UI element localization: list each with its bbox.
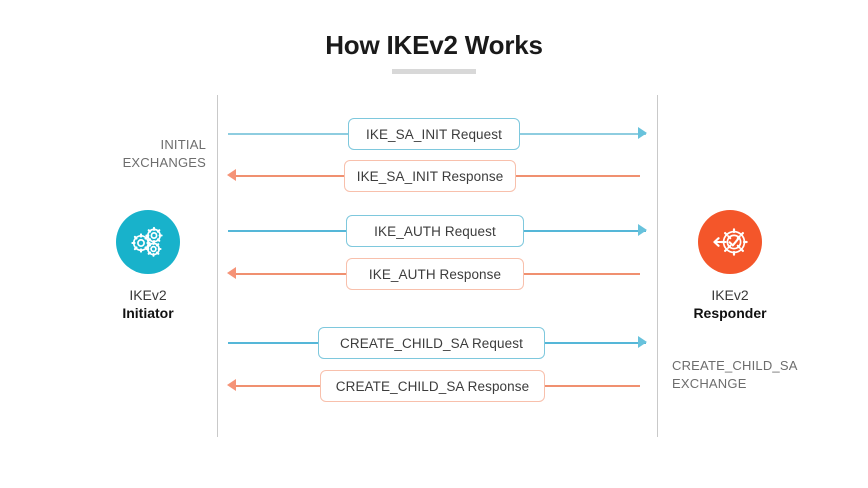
message-row-create-child-sa-request: CREATE_CHILD_SA Request: [0, 327, 868, 359]
message-label-box: IKE_SA_INIT Response: [344, 160, 516, 192]
message-line-left: [236, 273, 346, 275]
message-line-left: [228, 342, 318, 344]
message-row-ike-auth-request: IKE_AUTH Request: [0, 215, 868, 247]
message-line-left: [236, 385, 320, 387]
message-line-right: [545, 342, 646, 344]
message-row-ike-sa-init-request: IKE_SA_INIT Request: [0, 118, 868, 150]
phase-label-initial-line2: EXCHANGES: [122, 155, 206, 170]
gear-check-arrow-icon: [713, 228, 748, 256]
arrowhead-left-icon: [227, 267, 236, 279]
message-row-create-child-sa-response: CREATE_CHILD_SA Response: [0, 370, 868, 402]
message-row-ike-auth-response: IKE_AUTH Response: [0, 258, 868, 290]
message-label-box: IKE_AUTH Response: [346, 258, 524, 290]
phase-label-initial-exchanges: INITIAL EXCHANGES: [61, 136, 206, 172]
actor-initiator: IKEv2 Initiator: [68, 210, 228, 323]
actor-responder: IKEv2 Responder: [650, 210, 810, 323]
phase-label-initial-line1: INITIAL: [160, 137, 206, 152]
phase-label-child-line2: EXCHANGE: [672, 376, 747, 391]
responder-protocol-label: IKEv2: [711, 287, 749, 303]
message-line-right: [524, 273, 640, 275]
message-line-right: [545, 385, 640, 387]
message-line-right: [520, 133, 646, 135]
message-label-box: IKE_SA_INIT Request: [348, 118, 520, 150]
page-title: How IKEv2 Works: [325, 30, 543, 60]
arrowhead-right-icon: [638, 224, 647, 236]
responder-lifeline: [657, 95, 658, 437]
initiator-disc: [116, 210, 180, 274]
gears-icon: [131, 226, 163, 257]
initiator-role-label: Initiator: [122, 305, 174, 321]
phase-label-create-child-sa-exchange: CREATE_CHILD_SA EXCHANGE: [672, 357, 862, 393]
message-label-box: CREATE_CHILD_SA Response: [320, 370, 545, 402]
message-line-left: [236, 175, 344, 177]
message-line-right: [516, 175, 640, 177]
message-label-box: CREATE_CHILD_SA Request: [318, 327, 545, 359]
arrowhead-left-icon: [227, 169, 236, 181]
message-line-right: [524, 230, 646, 232]
message-line-left: [228, 133, 348, 135]
arrowhead-right-icon: [638, 336, 647, 348]
title-underline-rule: [392, 69, 476, 74]
message-line-left: [228, 230, 346, 232]
responder-role-label: Responder: [693, 305, 767, 321]
arrowhead-right-icon: [638, 127, 647, 139]
initiator-lifeline: [217, 95, 218, 437]
responder-disc: [698, 210, 762, 274]
arrowhead-left-icon: [227, 379, 236, 391]
message-row-ike-sa-init-response: IKE_SA_INIT Response: [0, 160, 868, 192]
phase-label-child-line1: CREATE_CHILD_SA: [672, 358, 798, 373]
message-label-box: IKE_AUTH Request: [346, 215, 524, 247]
initiator-protocol-label: IKEv2: [129, 287, 167, 303]
